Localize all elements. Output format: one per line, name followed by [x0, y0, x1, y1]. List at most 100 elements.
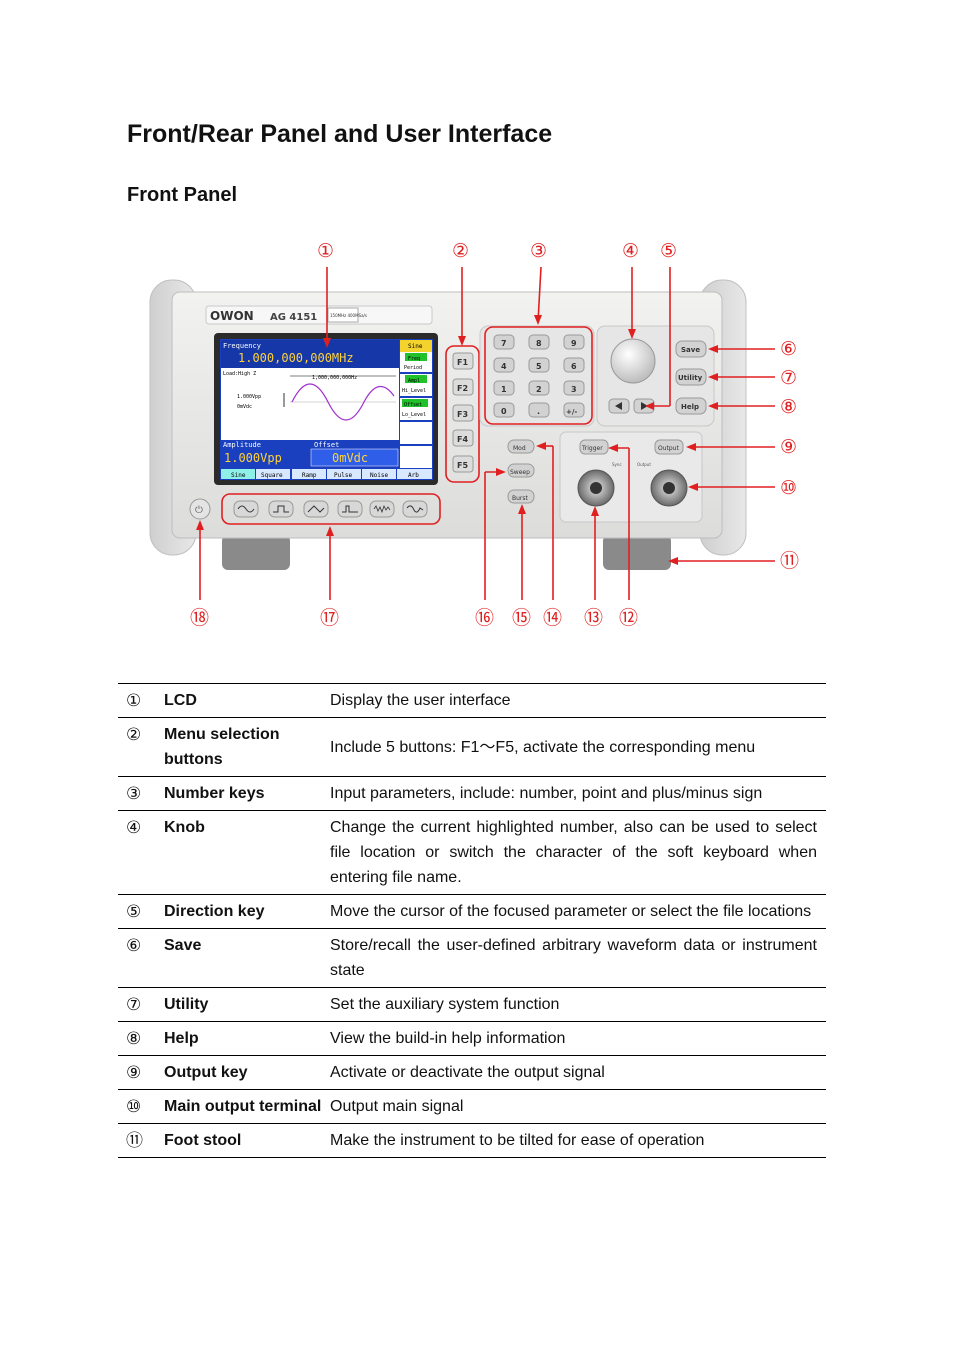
keypad-key-4[interactable]: 4 — [493, 357, 515, 373]
sine-wave-button[interactable] — [233, 500, 259, 518]
noise-wave-button[interactable] — [369, 500, 395, 518]
table-row: ② Menu selection buttons Include 5 butto… — [118, 717, 826, 777]
row-number: ② — [118, 717, 164, 777]
keypad-panel — [479, 325, 595, 427]
lcd-tab: Ramp — [302, 472, 317, 479]
f5-button[interactable]: F5 — [452, 455, 474, 473]
lcd-load: Load:High Z — [223, 371, 256, 377]
sync-label: Sync — [612, 462, 622, 467]
keypad-key-8[interactable]: 8 — [528, 334, 550, 350]
callout-10: ⑩ — [780, 477, 797, 499]
svg-text:7: 7 — [501, 339, 507, 348]
table-row: ⑪ Foot stool Make the instrument to be t… — [118, 1123, 826, 1158]
lcd-offset-label: Offset — [314, 441, 339, 449]
lcd-menu-item: Sine — [408, 343, 423, 350]
table-row: ⑤ Direction key Move the cursor of the f… — [118, 894, 826, 929]
f4-button[interactable]: F4 — [452, 429, 474, 447]
keypad-key-plus-minus[interactable]: +/- — [563, 402, 585, 418]
lcd-graph-offset: 0mVdc — [237, 404, 252, 410]
power-icon: ⏻ — [195, 505, 203, 516]
row-name: Help — [164, 1021, 330, 1056]
square-wave-button[interactable] — [268, 500, 294, 518]
output-button[interactable]: Output — [654, 439, 684, 455]
callout-5: ⑤ — [660, 240, 677, 262]
lcd-param-title: Frequency — [223, 342, 261, 350]
arb-wave-button[interactable] — [402, 500, 428, 518]
spec-badge: 150MHz 400MSa/s — [330, 313, 367, 318]
callout-6: ⑥ — [780, 338, 797, 360]
callout-16: ⑯ — [475, 607, 494, 629]
lcd-graph-amp: 1.000Vpp — [237, 394, 261, 400]
svg-text:F4: F4 — [457, 435, 468, 444]
callout-13: ⑬ — [584, 607, 603, 629]
keypad-key-2[interactable]: 2 — [528, 380, 550, 396]
knob[interactable] — [610, 338, 656, 384]
row-name: Foot stool — [164, 1123, 330, 1158]
svg-text:Help: Help — [681, 403, 699, 411]
power-button[interactable] — [189, 498, 211, 520]
svg-text:4: 4 — [501, 362, 507, 371]
model-label: AG 4151 — [270, 312, 317, 323]
component-table: ① LCD Display the user interface ② Menu … — [118, 683, 826, 1158]
utility-button[interactable]: Utility — [675, 368, 707, 386]
arb-icon — [406, 505, 424, 513]
page-title: Front/Rear Panel and User Interface — [127, 120, 553, 148]
mod-button[interactable]: Mod — [507, 439, 535, 454]
row-description: Input parameters, include: number, point… — [330, 776, 826, 811]
trigger-button[interactable]: Trigger — [579, 439, 609, 455]
keypad-outline — [484, 326, 593, 425]
keypad-key-6[interactable]: 6 — [563, 357, 585, 373]
svg-text:9: 9 — [571, 339, 577, 348]
lcd-menu-item: Offset — [404, 402, 422, 408]
row-number: ⑪ — [118, 1123, 164, 1158]
row-number: ⑩ — [118, 1089, 164, 1124]
keypad-key-1[interactable]: 1 — [493, 380, 515, 396]
table-row: ⑩ Main output terminal Output main signa… — [118, 1089, 826, 1124]
lcd-menu-item: Lo_Level — [402, 412, 426, 418]
table-row: ③ Number keys Input parameters, include:… — [118, 776, 826, 811]
direction-left-button[interactable] — [608, 398, 630, 414]
waveform-buttons-outline — [221, 493, 441, 525]
help-button[interactable]: Help — [675, 397, 707, 415]
sweep-button[interactable]: Sweep — [507, 463, 535, 478]
lcd-tab: Noise — [370, 472, 388, 479]
ramp-wave-button[interactable] — [303, 500, 329, 518]
lcd-tab: Square — [261, 472, 283, 479]
keypad-key-9[interactable]: 9 — [563, 334, 585, 350]
svg-text:0: 0 — [501, 407, 507, 416]
svg-text:8: 8 — [536, 339, 542, 348]
table-row: ⑨ Output key Activate or deactivate the … — [118, 1055, 826, 1090]
row-name: Utility — [164, 987, 330, 1022]
brand-logo: OWON — [210, 309, 254, 323]
f1-button[interactable]: F1 — [452, 352, 474, 370]
save-button[interactable]: Save — [675, 340, 707, 358]
row-number: ① — [118, 683, 164, 718]
lcd-bottom-tabs: Sine Square Ramp Pulse Noise Arb — [221, 469, 432, 479]
row-name: Number keys — [164, 776, 330, 811]
keypad-key-3[interactable]: 3 — [563, 380, 585, 396]
pulse-wave-button[interactable] — [337, 500, 363, 518]
f3-button[interactable]: F3 — [452, 404, 474, 422]
row-name: Knob — [164, 810, 330, 895]
svg-text:F3: F3 — [457, 410, 468, 419]
keypad-key-0[interactable]: 0 — [493, 402, 515, 418]
keypad-key-point[interactable]: . — [528, 402, 550, 418]
callout-7: ⑦ — [780, 367, 797, 389]
callout-1: ① — [317, 240, 334, 262]
row-number: ⑨ — [118, 1055, 164, 1090]
svg-text:+/-: +/- — [566, 408, 577, 416]
row-number: ③ — [118, 776, 164, 811]
keypad-key-5[interactable]: 5 — [528, 357, 550, 373]
row-description: Store/recall the user-defined arbitrary … — [330, 928, 826, 988]
burst-button[interactable]: Burst — [507, 489, 535, 504]
svg-text:5: 5 — [536, 362, 542, 371]
row-description: Set the auxiliary system function — [330, 987, 826, 1022]
lcd-main-value: 1.000,000,000MHz — [238, 351, 354, 365]
row-name: Main output terminal — [164, 1089, 330, 1124]
sine-waveform — [291, 383, 395, 421]
row-name: Output key — [164, 1055, 330, 1090]
keypad-key-7[interactable]: 7 — [493, 334, 515, 350]
callout-numbers: ① ② ③ ④ ⑤ ⑥ ⑦ ⑧ ⑨ ⑩ ⑪ ⑫ ⑬ ⑭ ⑮ ⑯ ⑰ ⑱ — [190, 240, 799, 629]
f2-button[interactable]: F2 — [452, 378, 474, 396]
table-row: ⑧ Help View the build-in help informatio… — [118, 1021, 826, 1056]
